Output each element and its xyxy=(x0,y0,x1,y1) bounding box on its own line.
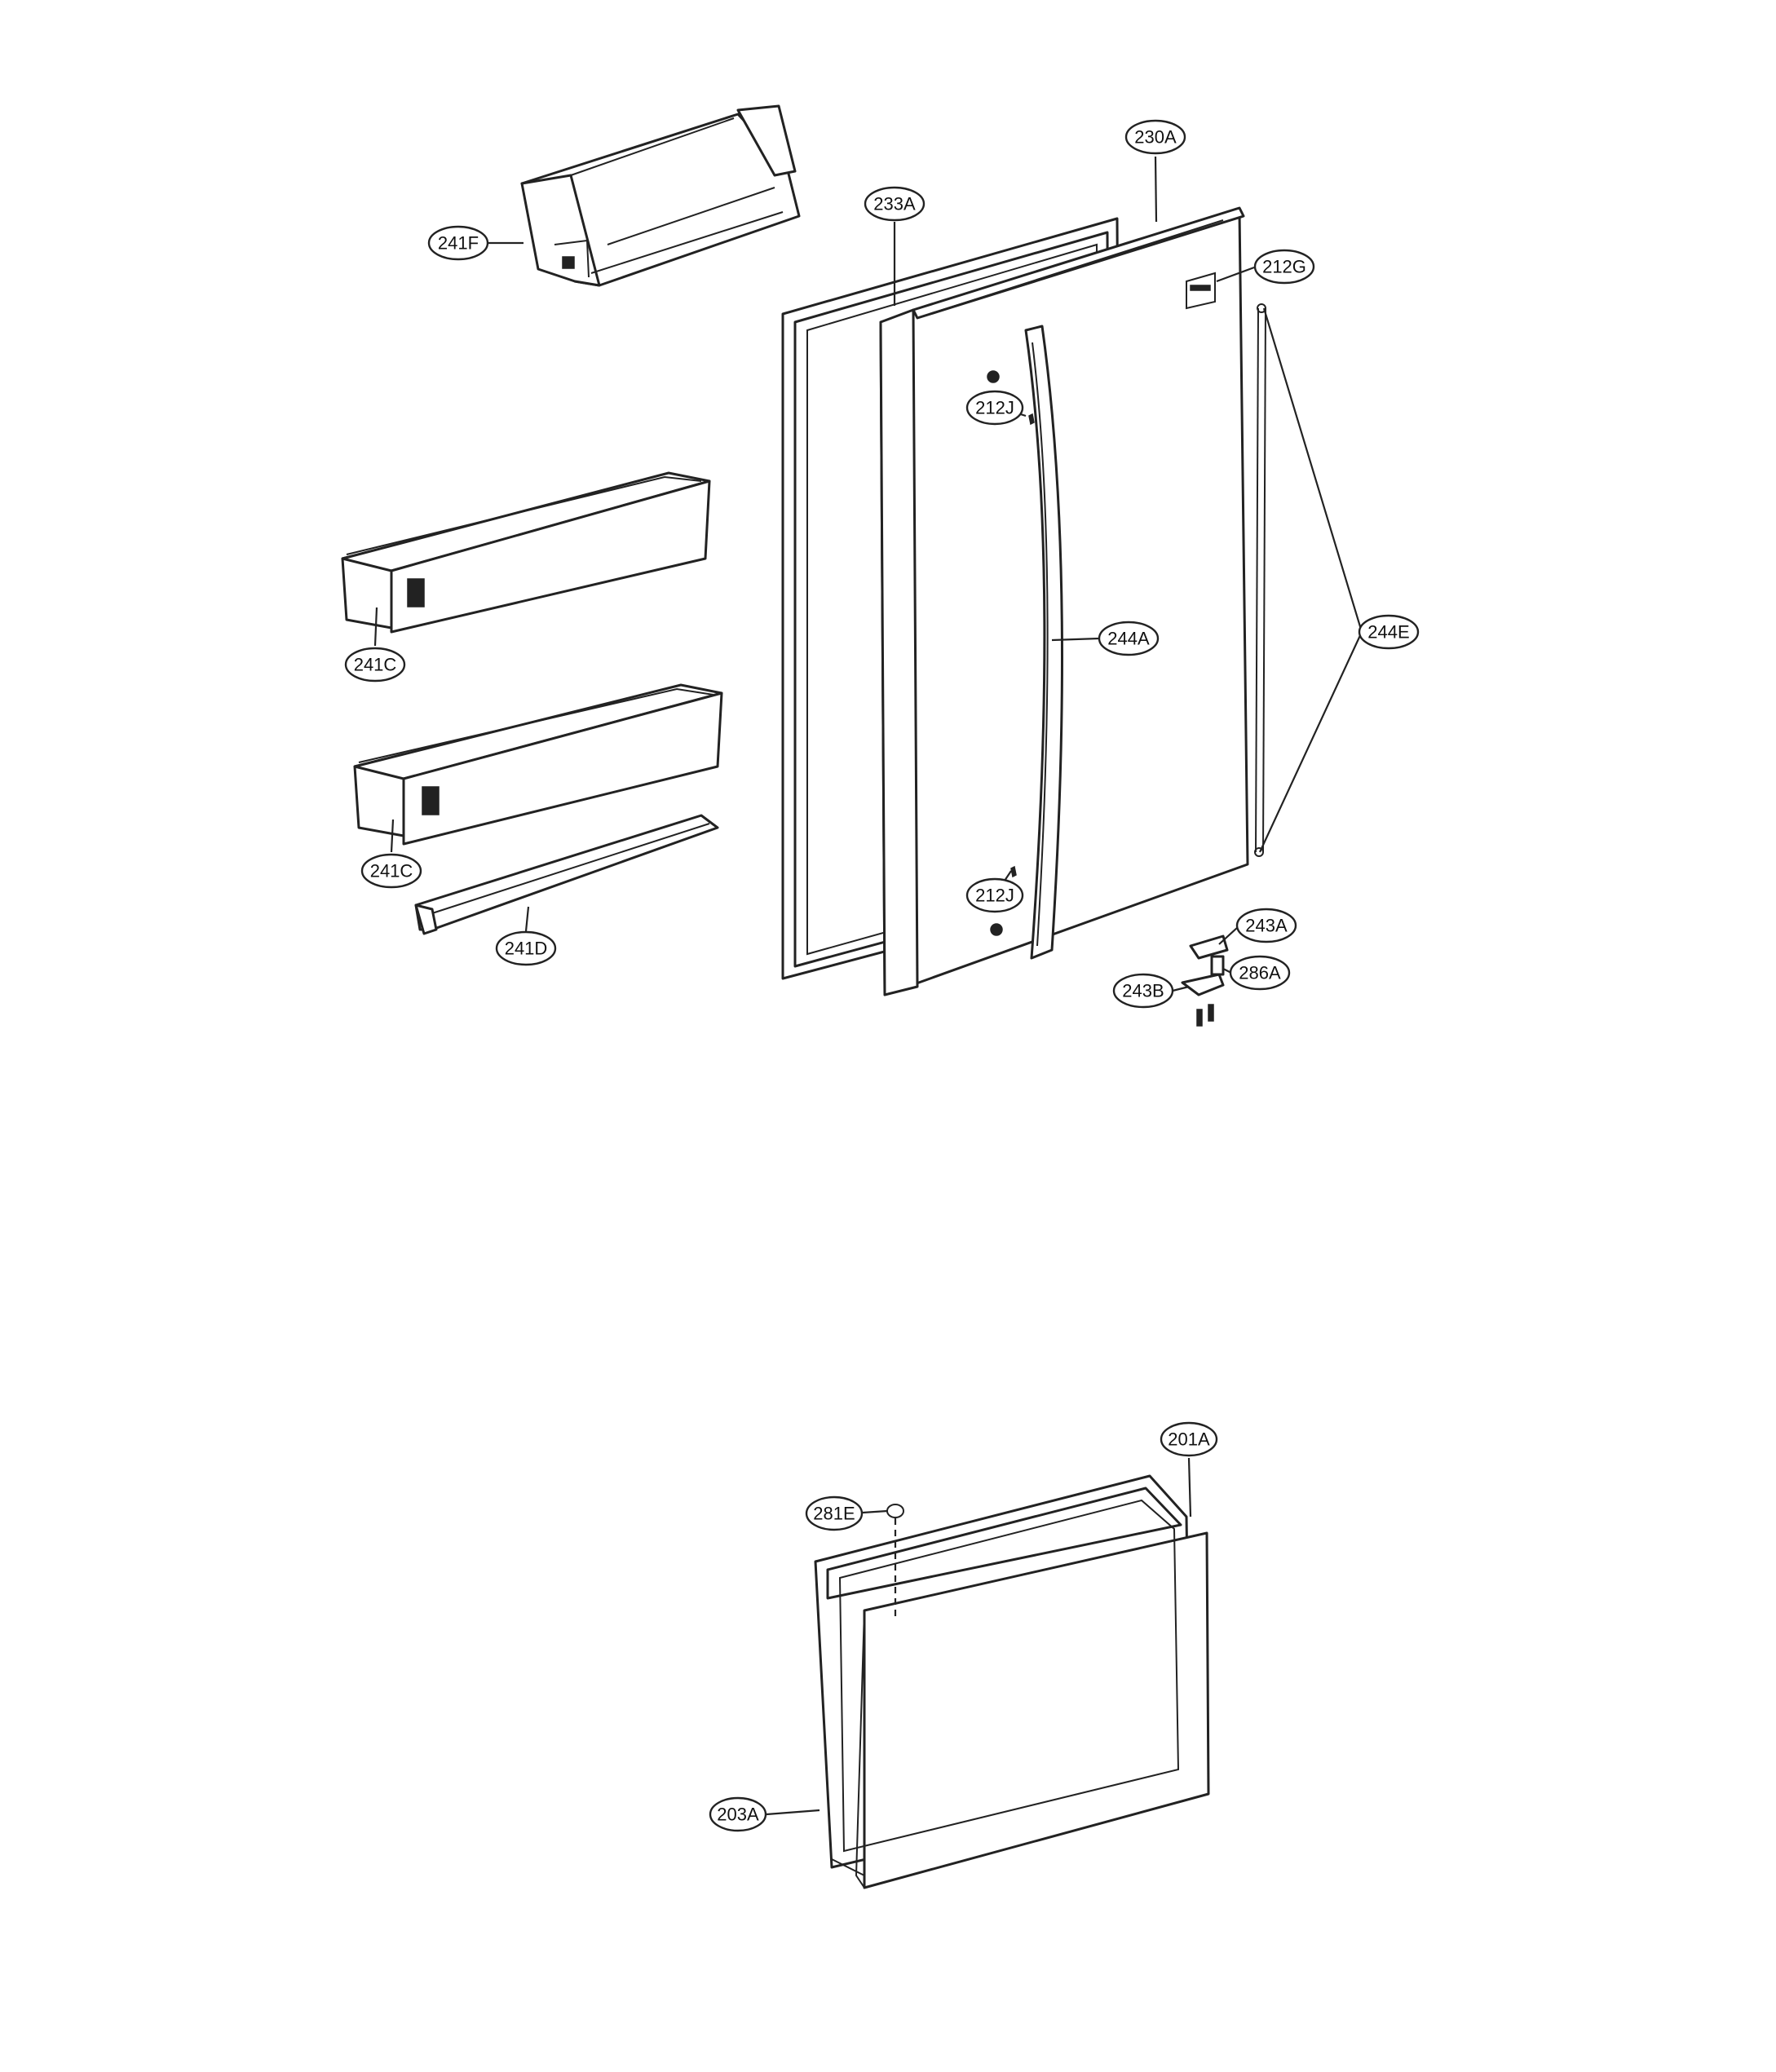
callout-201A: 201A xyxy=(1160,1421,1218,1457)
svg-text:243A: 243A xyxy=(1245,916,1288,936)
part-203A-freezer-gasket xyxy=(838,1499,1180,1853)
svg-text:212J: 212J xyxy=(975,886,1014,906)
callout-244E: 244E xyxy=(1358,614,1420,650)
part-201A-freezer-door xyxy=(814,1474,1210,1889)
svg-text:201A: 201A xyxy=(1168,1429,1210,1450)
svg-text:212J: 212J xyxy=(975,398,1014,418)
callout-212G: 212G xyxy=(1253,249,1315,285)
part-244A-handle xyxy=(987,325,1063,960)
part-241F-door-bin xyxy=(520,104,801,287)
callout-212J-top: 212J xyxy=(965,390,1024,426)
part-230A-door xyxy=(879,206,1249,996)
callout-230A: 230A xyxy=(1124,119,1186,155)
callout-241C-bottom: 241C xyxy=(360,853,422,889)
part-241C-door-bin-upper xyxy=(341,471,711,634)
part-241C-door-bin-lower xyxy=(353,683,723,846)
part-281E-cap xyxy=(886,1504,904,1518)
callout-281E: 281E xyxy=(805,1495,864,1531)
svg-text:203A: 203A xyxy=(717,1805,759,1825)
part-243-hinge xyxy=(1181,934,1229,1027)
svg-text:241C: 241C xyxy=(370,861,413,881)
svg-text:244E: 244E xyxy=(1367,622,1409,643)
callout-243A: 243A xyxy=(1235,908,1297,943)
svg-text:244A: 244A xyxy=(1107,629,1150,649)
svg-text:241F: 241F xyxy=(438,233,479,254)
callout-233A: 233A xyxy=(864,186,926,222)
svg-text:286A: 286A xyxy=(1239,963,1281,983)
callout-241F: 241F xyxy=(427,225,489,261)
svg-text:230A: 230A xyxy=(1134,127,1177,148)
callout-241C-top: 241C xyxy=(344,647,406,683)
svg-text:241C: 241C xyxy=(354,655,397,675)
callout-203A: 203A xyxy=(709,1796,767,1832)
svg-text:212G: 212G xyxy=(1262,257,1306,277)
callout-244A: 244A xyxy=(1098,621,1160,656)
svg-text:243B: 243B xyxy=(1122,981,1164,1001)
callout-212J-bottom: 212J xyxy=(965,877,1024,913)
part-241D-rail xyxy=(414,814,719,935)
callout-243B: 243B xyxy=(1112,973,1174,1009)
callout-286A: 286A xyxy=(1229,955,1291,991)
svg-text:281E: 281E xyxy=(813,1504,855,1524)
svg-text:233A: 233A xyxy=(873,194,916,214)
part-244E-trim xyxy=(1254,303,1266,857)
callout-241D: 241D xyxy=(495,930,557,966)
svg-text:241D: 241D xyxy=(505,939,548,959)
